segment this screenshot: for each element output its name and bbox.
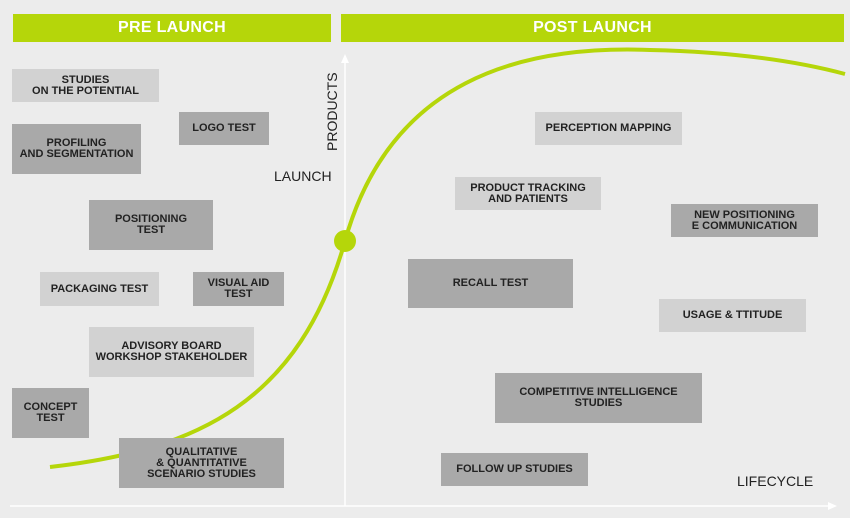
x-axis-label: LIFECYCLE xyxy=(737,473,814,489)
post-launch-banner: POST LAUNCH xyxy=(341,14,844,42)
y-axis-arrow-icon xyxy=(341,54,349,63)
x-axis-arrow-icon xyxy=(828,502,837,510)
box-usage-attitude: USAGE & TTITUDE xyxy=(659,299,806,332)
box-profiling-segmentation: PROFILING AND SEGMENTATION xyxy=(12,124,141,174)
lifecycle-curve xyxy=(49,47,846,469)
box-packaging-test: PACKAGING TEST xyxy=(40,272,159,306)
box-positioning-test: POSITIONING TEST xyxy=(89,200,213,250)
launch-point-marker xyxy=(334,230,356,252)
box-concept-test: CONCEPT TEST xyxy=(12,388,89,438)
box-follow-up: FOLLOW UP STUDIES xyxy=(441,453,588,486)
box-qualitative-quantitative: QUALITATIVE & QUANTITATIVE SCENARIO STUD… xyxy=(119,438,284,488)
box-studies-potential: STUDIES ON THE POTENTIAL xyxy=(12,69,159,102)
box-logo-test: LOGO TEST xyxy=(179,112,269,145)
pre-launch-banner: PRE LAUNCH xyxy=(13,14,331,42)
y-axis-label: PRODUCTS xyxy=(324,72,340,151)
box-competitive-intelligence: COMPETITIVE INTELLIGENCE STUDIES xyxy=(495,373,702,423)
launch-label: LAUNCH xyxy=(274,168,332,184)
box-recall-test: RECALL TEST xyxy=(408,259,573,308)
box-new-positioning: NEW POSITIONING E COMMUNICATION xyxy=(671,204,818,237)
box-product-tracking: PRODUCT TRACKING AND PATIENTS xyxy=(455,177,601,210)
box-visual-aid-test: VISUAL AID TEST xyxy=(193,272,284,306)
box-perception-mapping: PERCEPTION MAPPING xyxy=(535,112,682,145)
box-advisory-board: ADVISORY BOARD WORKSHOP STAKEHOLDER xyxy=(89,327,254,377)
